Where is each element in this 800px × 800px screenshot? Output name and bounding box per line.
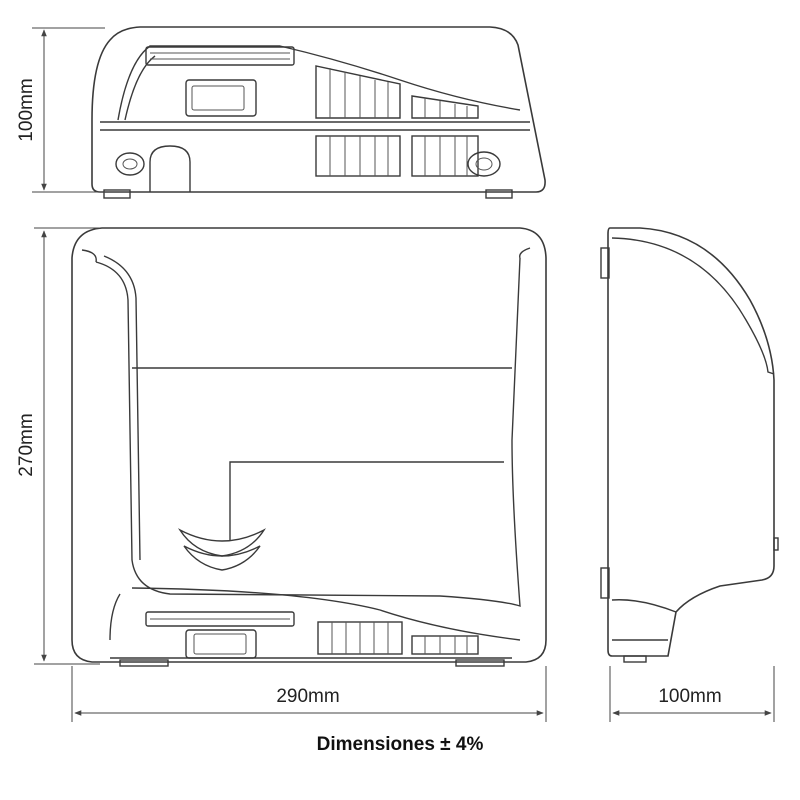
- front-view: [71, 227, 547, 667]
- side-depth-dimension: 100mm: [609, 666, 775, 722]
- top-view-upper-vents: [315, 65, 479, 119]
- front-width-dimension: 290mm: [71, 666, 547, 722]
- top-view: [91, 26, 546, 199]
- top-height-label: 100mm: [16, 78, 37, 141]
- top-view-screw-left: [115, 152, 145, 176]
- dimensions-caption: Dimensiones ± 4%: [316, 734, 484, 755]
- hand-chevron-icon: [178, 528, 266, 571]
- top-view-lower-vents: [315, 135, 479, 177]
- front-view-vents: [317, 621, 479, 655]
- side-view: [600, 227, 779, 663]
- front-width-label: 290mm: [276, 686, 339, 707]
- side-depth-label: 100mm: [658, 686, 721, 707]
- top-view-screw-right: [467, 151, 501, 177]
- front-height-dimension: 270mm: [16, 227, 100, 665]
- front-height-label: 270mm: [16, 413, 37, 476]
- top-height-dimension: 100mm: [16, 27, 105, 193]
